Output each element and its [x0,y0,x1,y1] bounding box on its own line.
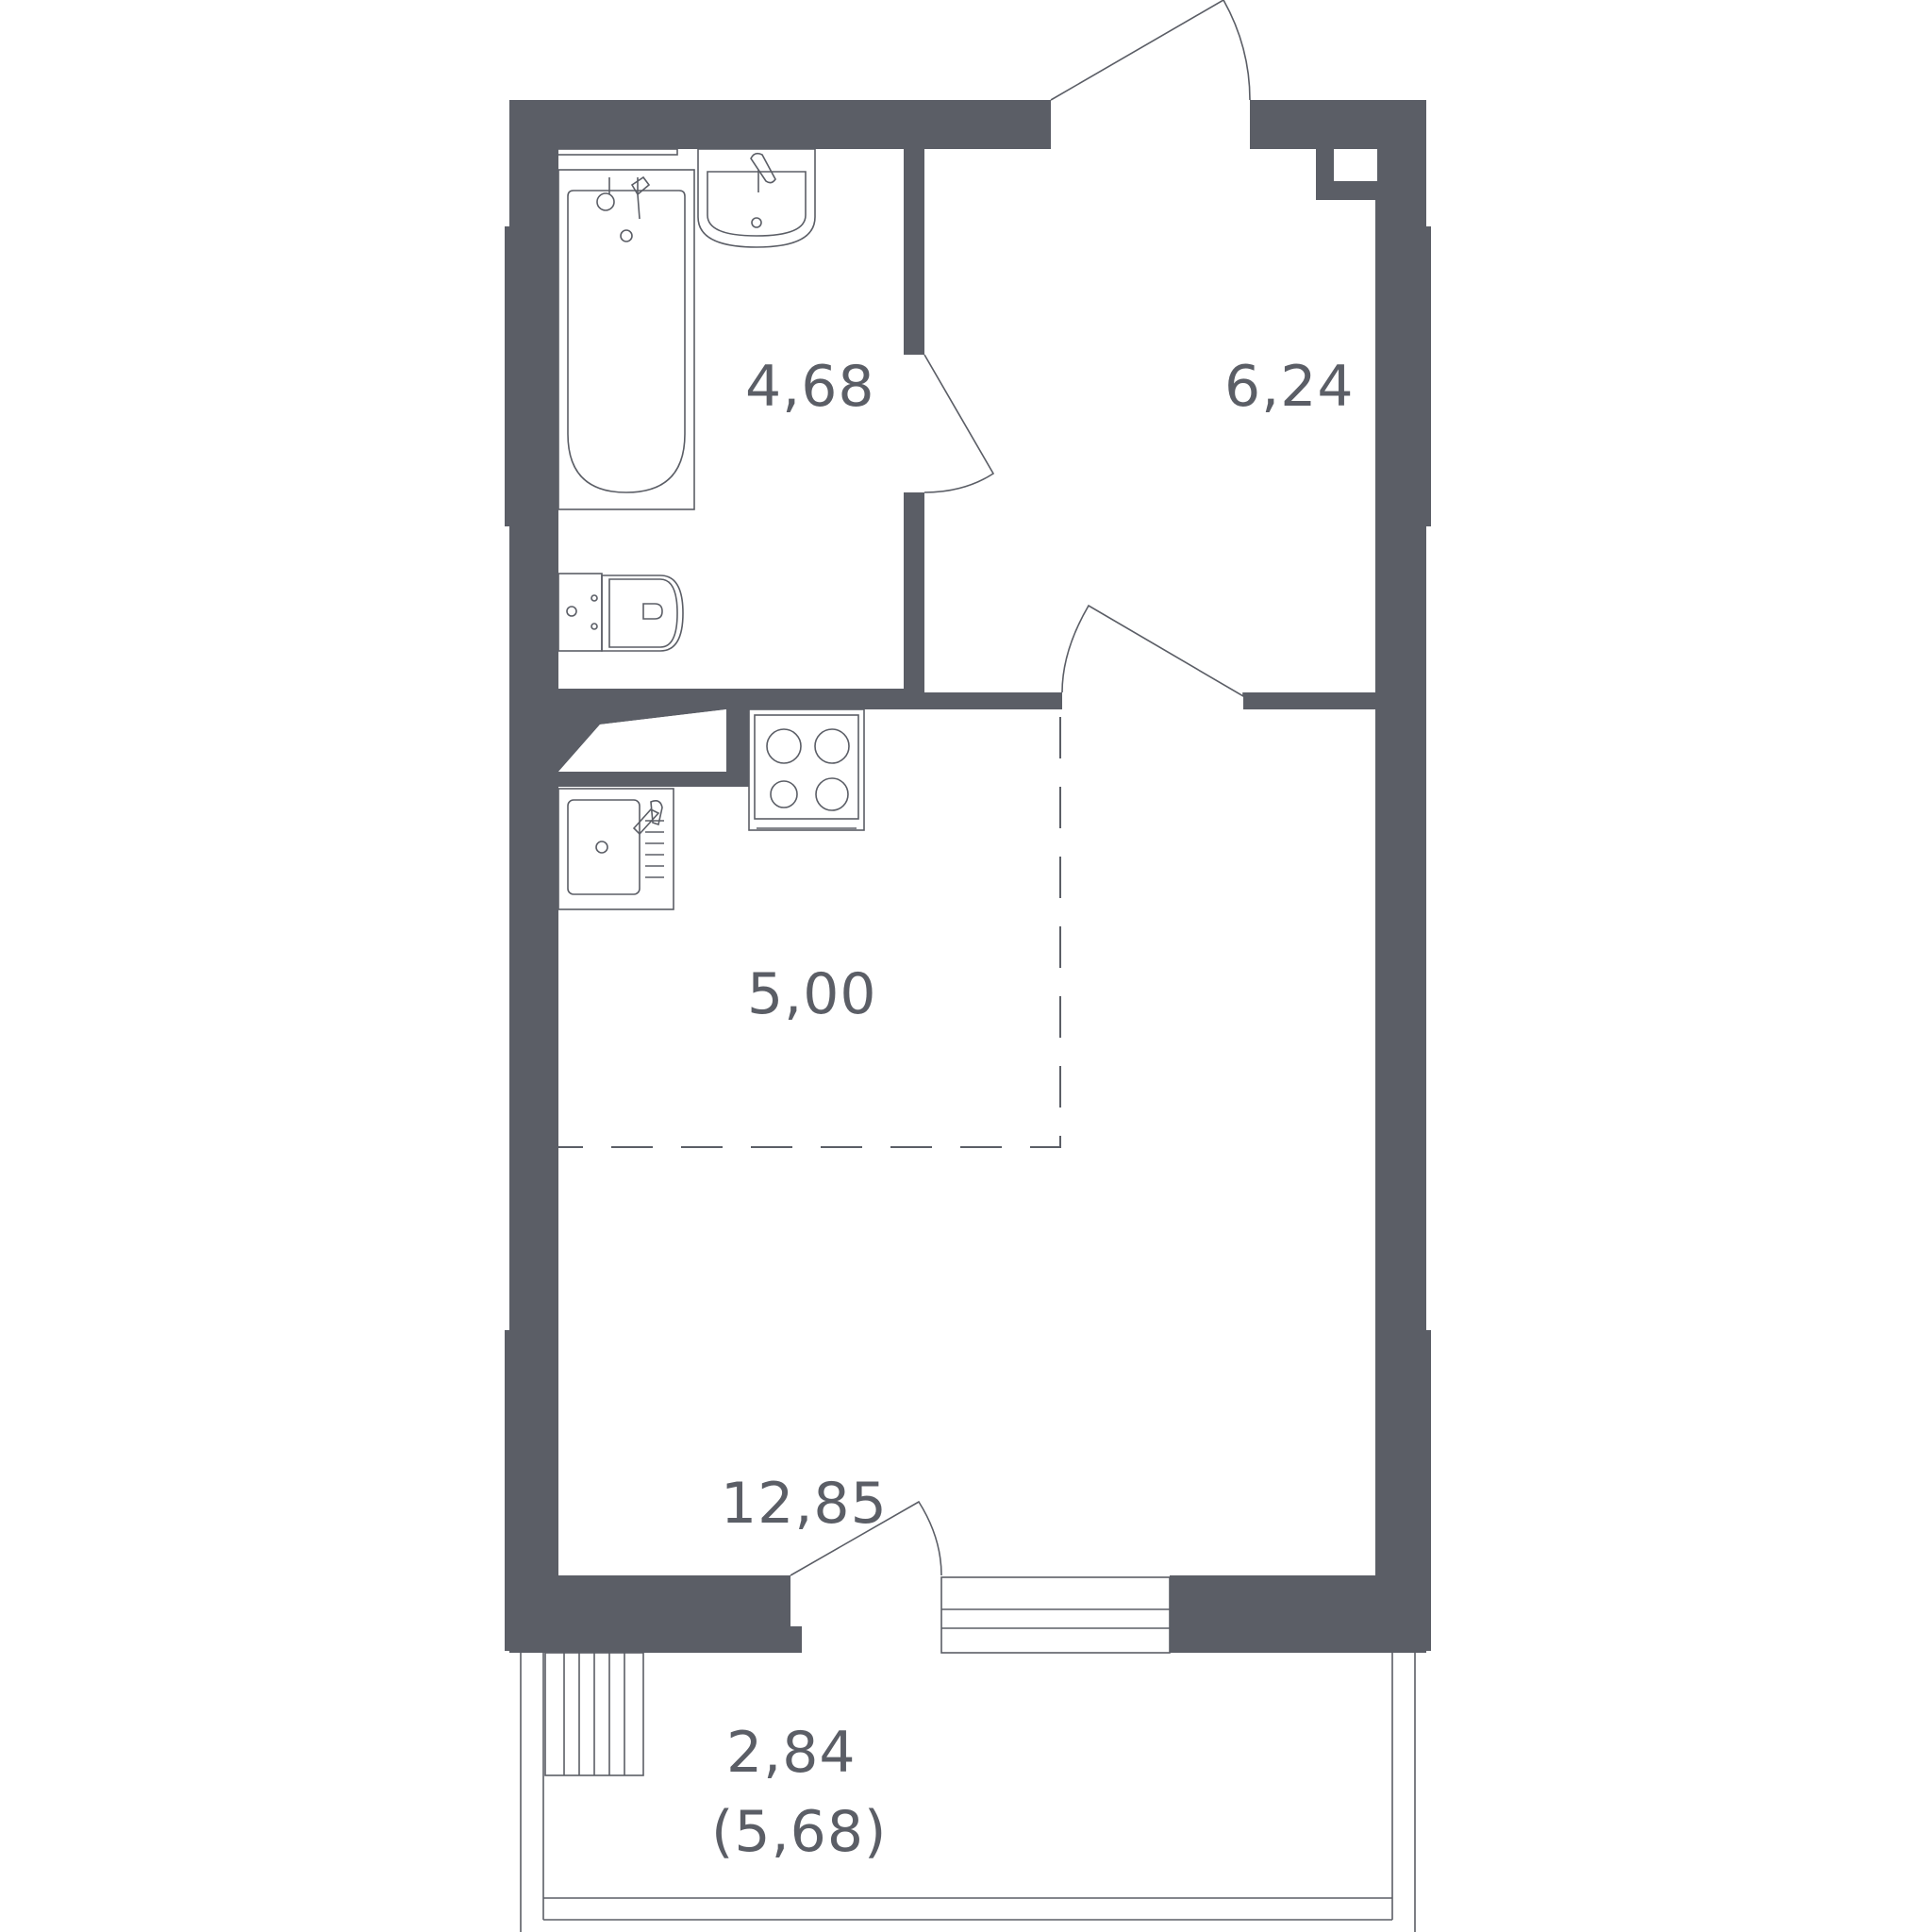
balcony-window [940,1576,1171,1654]
balcony [520,1652,1416,1932]
niche-void [558,709,726,772]
wall-right-thick-bottom [1420,1330,1431,1651]
kitchen-sink-icon [557,788,674,910]
stove-icon [748,708,865,831]
entrance-door-swing [1050,0,1251,101]
wall-right [1375,100,1426,1652]
shaft [1334,149,1377,181]
bathroom-door-swing [923,354,995,493]
bathtub-icon [554,148,695,510]
wall-right-thick-top [1420,226,1431,526]
wall-left-thick-top [505,226,516,526]
wall-hall-bottom-right [1243,692,1426,709]
toilet-icon [557,573,684,652]
washbasin-icon [697,148,816,248]
kitchen-zone-boundary [558,717,1061,1148]
wall-hall-bottom-left [904,692,1062,709]
windows [940,1576,1171,1654]
wall-left-thick-bottom [505,1330,516,1651]
room-area-balcony: 2,84 [726,1720,857,1786]
wall-top-left [509,100,1051,149]
wall-bottom-right-step [1160,1626,1426,1653]
room-area-living: 12,85 [721,1471,888,1537]
wall-left [509,100,558,1652]
room-area-balcony-full: (5,68) [711,1799,887,1865]
wall-bath-bottom [509,689,924,709]
wall-bath-right-top [904,149,924,355]
wall-top-right [1250,100,1426,149]
room-area-bathroom: 4,68 [745,354,875,420]
room-area-hallway: 6,24 [1224,354,1355,420]
wall-bottom-left-step [509,1626,802,1653]
living-door-swing [1061,604,1244,698]
walls [505,100,1431,1653]
room-area-kitchen: 5,00 [747,961,877,1027]
wall-kitchen-niche [558,706,749,787]
doors [790,0,1251,1576]
wall-bath-right-bottom [904,492,924,691]
balcony-door-swing [790,1500,942,1576]
